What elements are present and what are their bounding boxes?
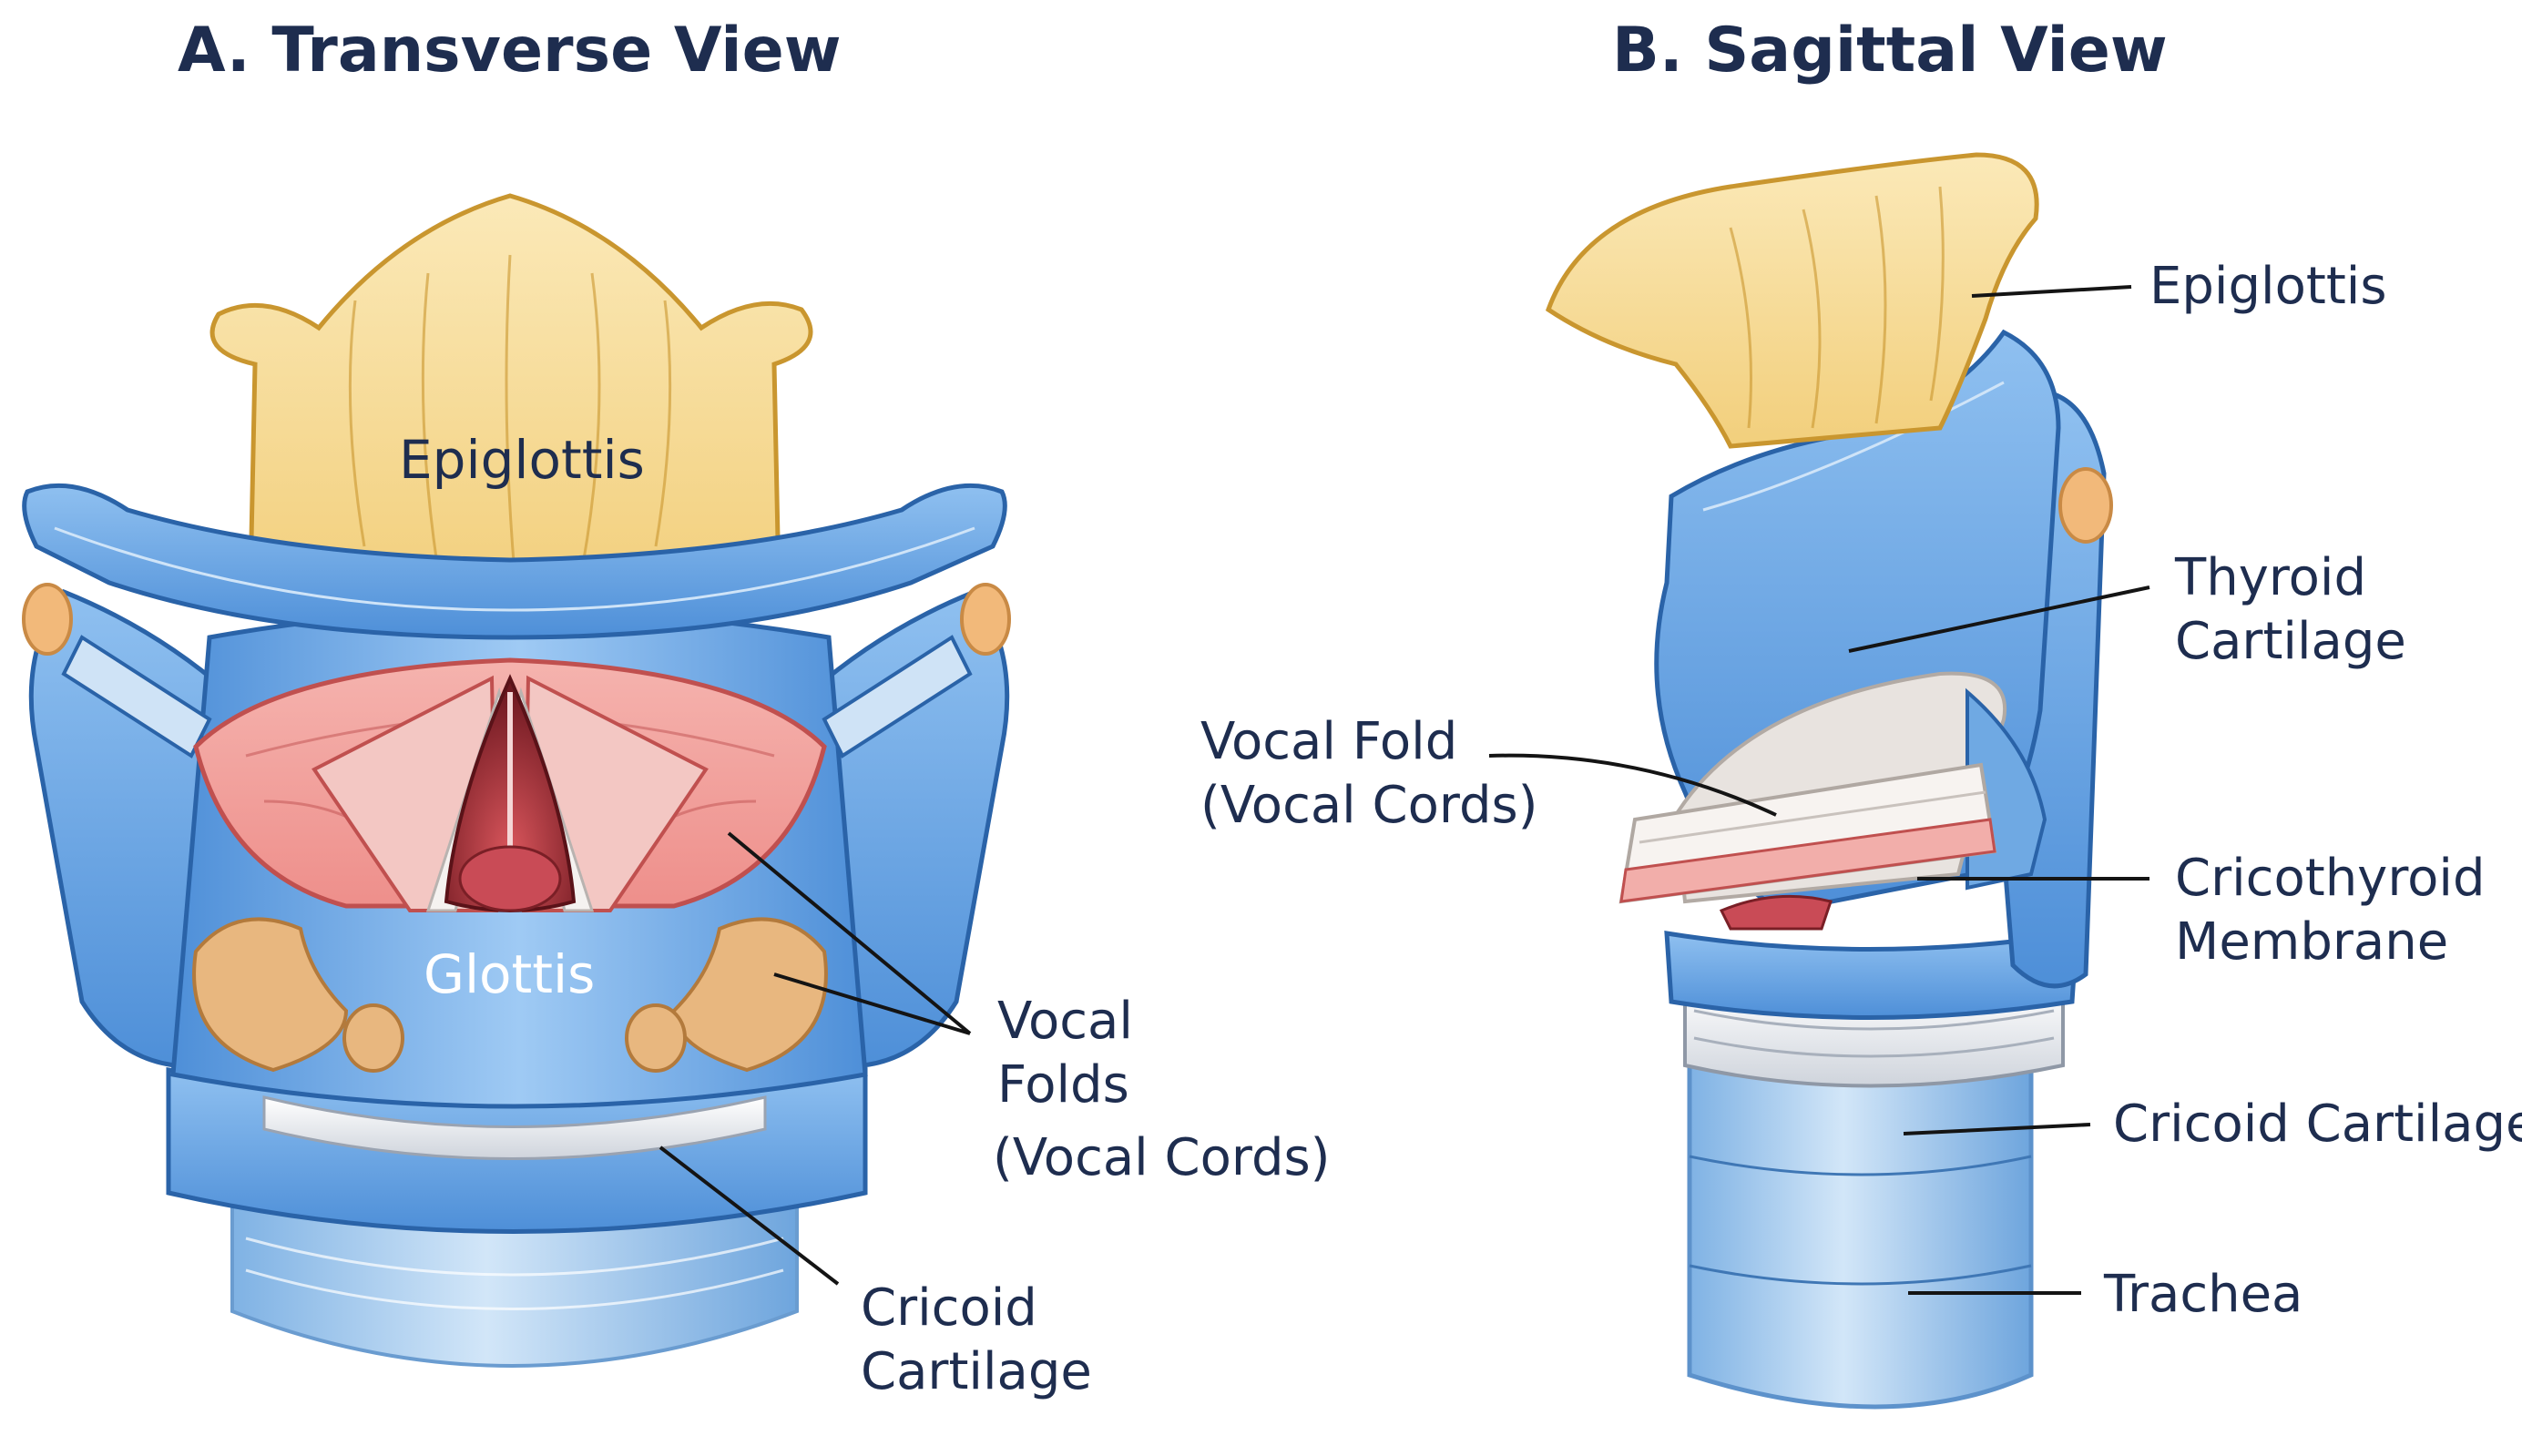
label-epiglottis-b: Epiglottis <box>2149 257 2387 316</box>
cricoid-ring-lines <box>1693 1009 2055 1058</box>
leader-vocal-fold-b <box>1488 753 1777 817</box>
panel-a-title: A. Transverse View <box>178 15 842 87</box>
vocal-fold-b-line <box>1639 790 1986 844</box>
strap-left <box>61 635 212 759</box>
label-epiglottis-a: Epiglottis <box>399 429 645 491</box>
label-vocal-fold-b-2: (Vocal Cords) <box>1200 776 1538 835</box>
cricoid-white-band <box>262 1095 767 1160</box>
label-glottis: Glottis <box>424 943 595 1005</box>
trachea-b <box>1687 1044 2034 1410</box>
thyroid-rim-a <box>22 483 1007 640</box>
vocal-fold-b-muscle <box>1619 818 1996 903</box>
corniculate-left <box>342 1003 404 1073</box>
superior-horn-right <box>960 583 1011 656</box>
label-cricoid-a-2: Cartilage <box>861 1342 1092 1401</box>
corniculate-right <box>625 1003 687 1073</box>
panel-b-title: B. Sagittal View <box>1612 15 2168 87</box>
panel-a: A. Transverse View <box>22 15 1331 1401</box>
trachea-lumen <box>458 845 562 912</box>
arytenoid-left <box>192 917 349 1073</box>
label-cricothyroid-b-2: Membrane <box>2175 912 2448 972</box>
label-vocal-fold-b-1: Vocal Fold <box>1200 712 1457 771</box>
label-cricoid-a-1: Cricoid <box>861 1278 1037 1338</box>
laryngeal-lumen-b <box>1719 894 1833 931</box>
epiglottis-b <box>1545 152 2039 449</box>
superior-horn-b <box>2058 467 2113 544</box>
cricoid-band-b <box>1664 931 2079 1020</box>
tracheal-rings-b <box>1689 1155 2032 1286</box>
label-cricoid-b: Cricoid Cartilage <box>2113 1095 2522 1154</box>
label-vocal-folds-a-3: (Vocal Cords) <box>993 1128 1331 1187</box>
superior-horn-left <box>22 583 73 656</box>
muscle-fibres <box>245 713 775 875</box>
panel-b: B. Sagittal View Epiglottis Thyroid Cart… <box>1200 15 2522 1410</box>
label-vocal-folds-a-1: Vocal <box>997 992 1133 1051</box>
leader-vocal-folds-a <box>727 831 972 1035</box>
rim-highlight <box>54 526 975 612</box>
leader-cricoid-a <box>659 1145 840 1286</box>
label-thyroid-b-1: Thyroid <box>2174 548 2366 607</box>
tracheal-ring-a <box>230 1200 799 1368</box>
leader-thyroid-b <box>1848 585 2150 653</box>
label-trachea-b: Trachea <box>2103 1265 2302 1324</box>
label-vocal-folds-a-2: Folds <box>997 1055 1129 1115</box>
label-cricothyroid-b-1: Cricothyroid <box>2175 849 2485 908</box>
label-thyroid-b-2: Cartilage <box>2175 612 2406 671</box>
tracheal-ring-lines <box>245 1237 784 1310</box>
leader-epiglottis-b <box>1971 285 2132 298</box>
epiglottis-texture <box>348 254 672 575</box>
strap-right <box>822 635 973 759</box>
epiglottis-b-texture <box>1729 186 1945 429</box>
leader-cricoid-b <box>1903 1123 2091 1135</box>
